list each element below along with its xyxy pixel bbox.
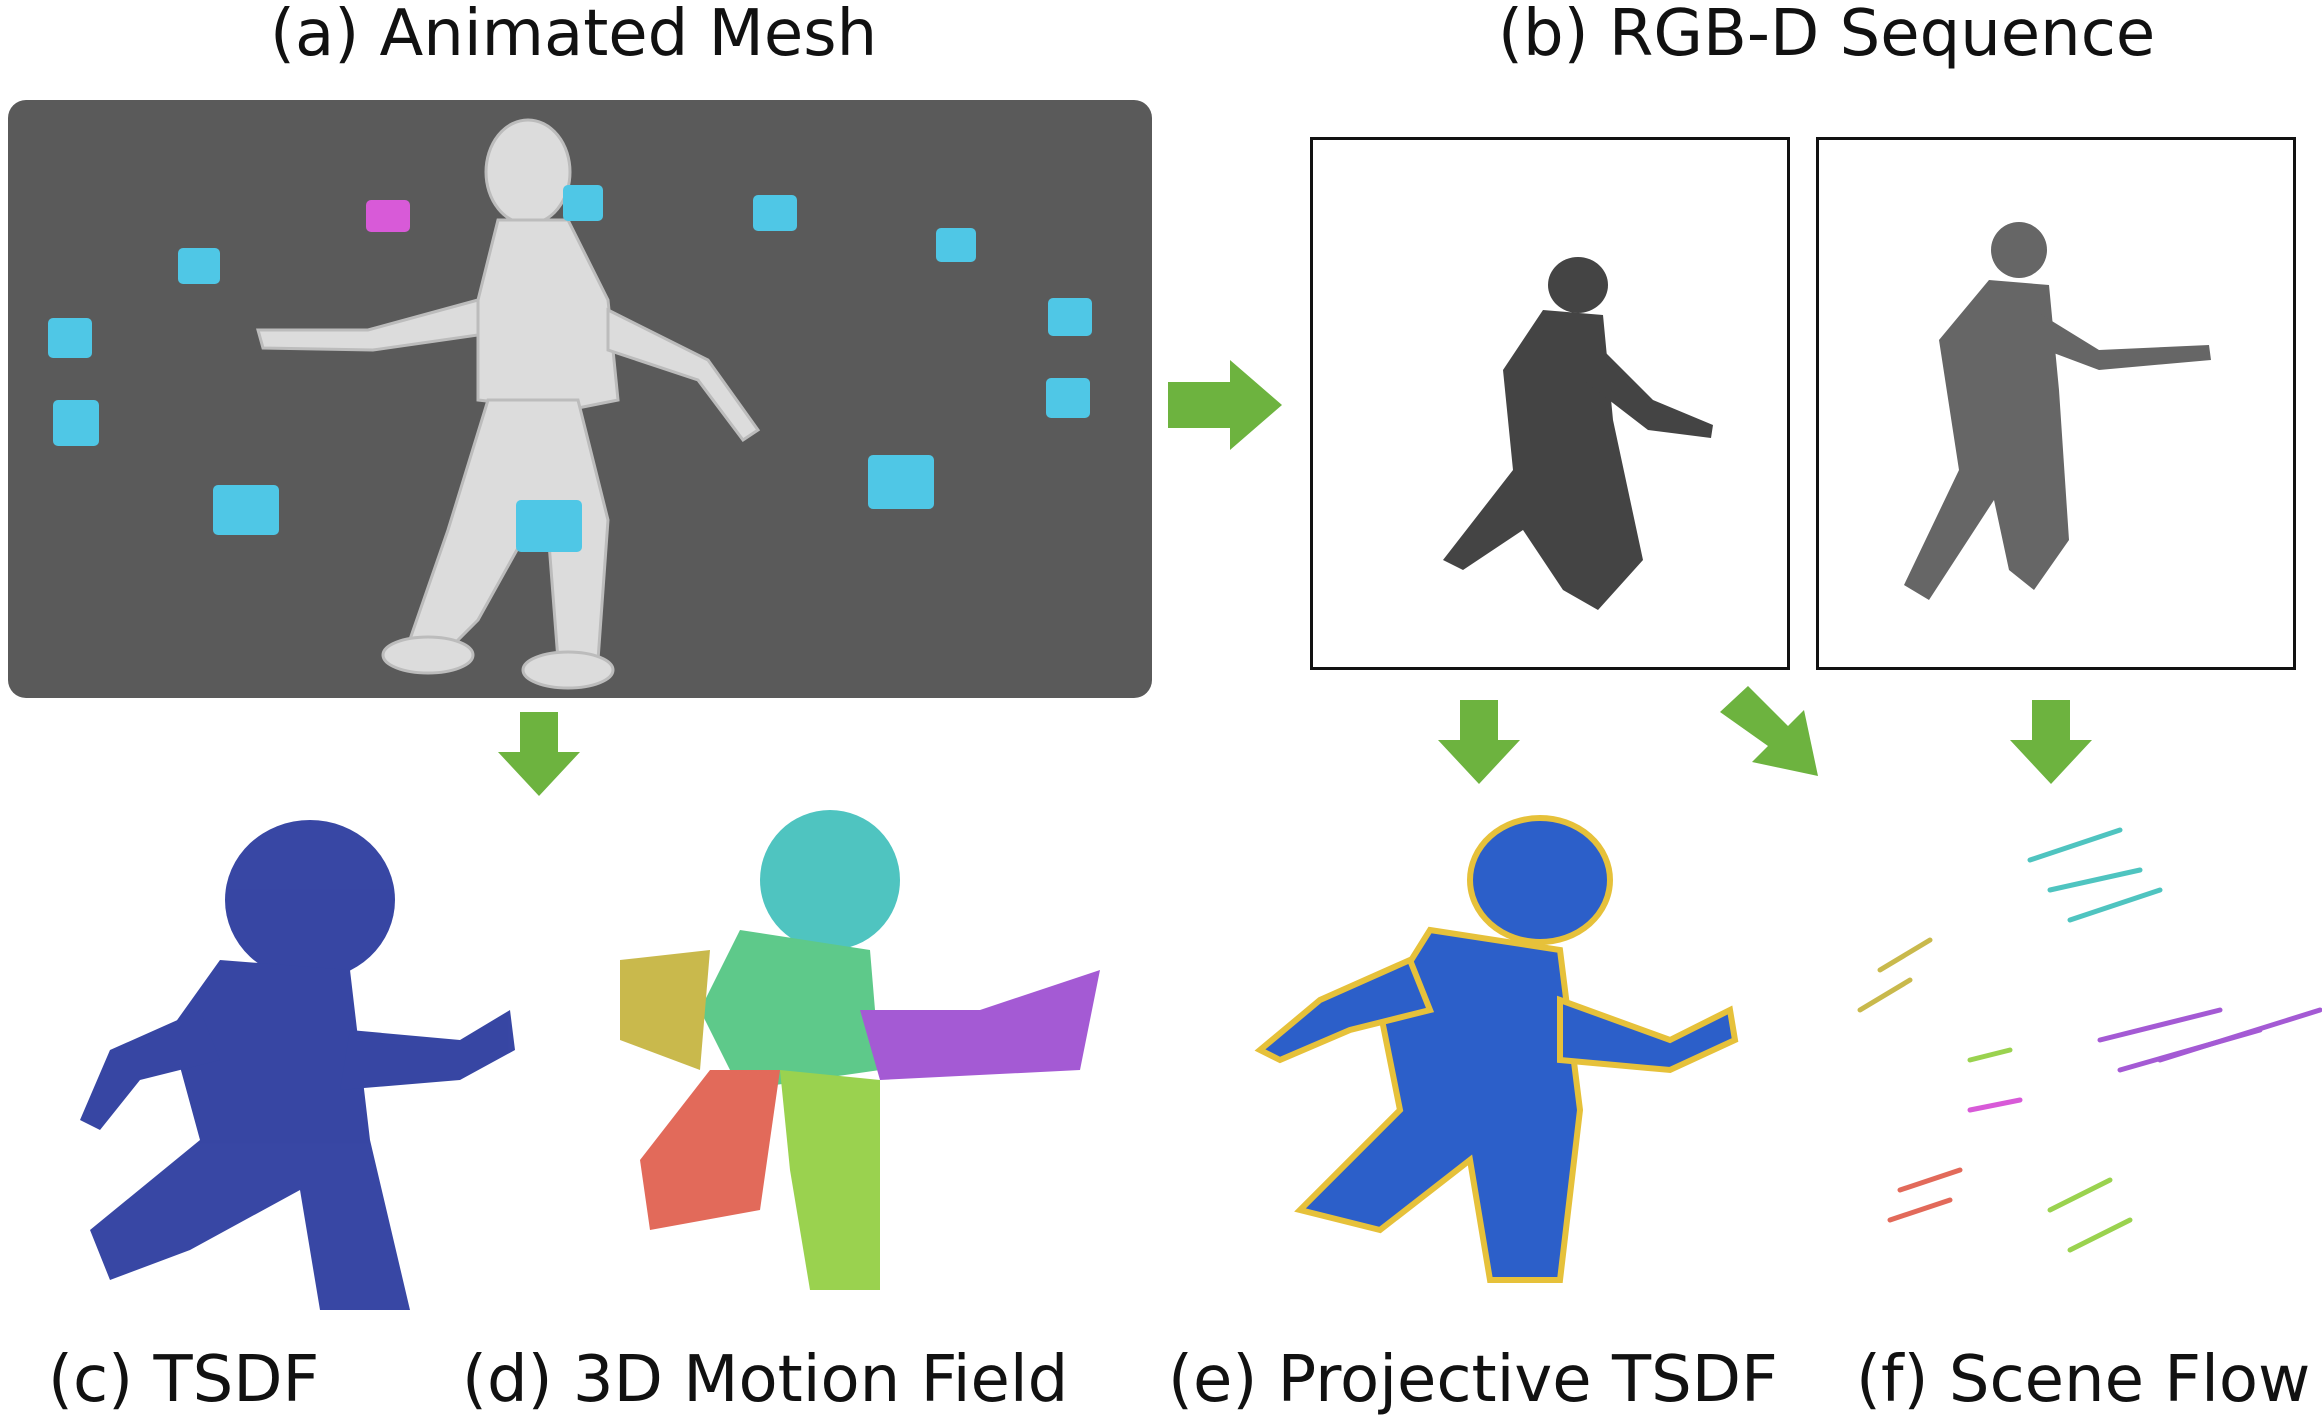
camera-icon xyxy=(1048,298,1092,336)
camera-icon xyxy=(516,500,582,552)
depth-silhouette-1 xyxy=(1443,257,1713,610)
camera-icon xyxy=(366,200,410,232)
caption-animated-mesh: (a) Animated Mesh xyxy=(270,0,878,71)
animated-mesh-illustration xyxy=(48,118,1092,690)
camera-icon xyxy=(48,318,92,358)
right-arrow-icon xyxy=(1168,360,1282,450)
caption-3d-motion-field: (d) 3D Motion Field xyxy=(462,1343,1069,1417)
camera-icon xyxy=(868,455,934,509)
down-arrow-icon xyxy=(2010,700,2092,784)
down-arrow-icon xyxy=(1438,700,1520,784)
caption-scene-flow: (f) Scene Flow xyxy=(1856,1343,2311,1417)
camera-ring xyxy=(48,185,1092,552)
camera-icon xyxy=(936,228,976,262)
projective-tsdf-visualization xyxy=(1254,815,1739,1283)
depth-silhouette-2 xyxy=(1904,222,2211,600)
animated-mesh-panel xyxy=(8,100,1152,698)
camera-icon xyxy=(753,195,797,231)
camera-icon xyxy=(1046,378,1090,418)
camera-icon xyxy=(213,485,279,535)
down-arrow-icon xyxy=(498,712,580,796)
character-figure xyxy=(256,118,761,690)
depth-frame-1 xyxy=(1310,137,1790,670)
caption-rgbd-sequence: (b) RGB-D Sequence xyxy=(1498,0,2156,71)
camera-icon xyxy=(178,248,220,284)
camera-icon xyxy=(53,400,99,446)
motion-field-visualization xyxy=(620,810,1100,1290)
depth-frame-2 xyxy=(1816,137,2296,670)
camera-icon xyxy=(563,185,603,221)
caption-projective-tsdf: (e) Projective TSDF xyxy=(1168,1343,1778,1417)
tsdf-visualization xyxy=(80,820,515,1310)
diagonal-arrow-icon xyxy=(1720,686,1818,776)
caption-tsdf: (c) TSDF xyxy=(48,1343,320,1417)
scene-flow-visualization xyxy=(1857,827,2322,1253)
